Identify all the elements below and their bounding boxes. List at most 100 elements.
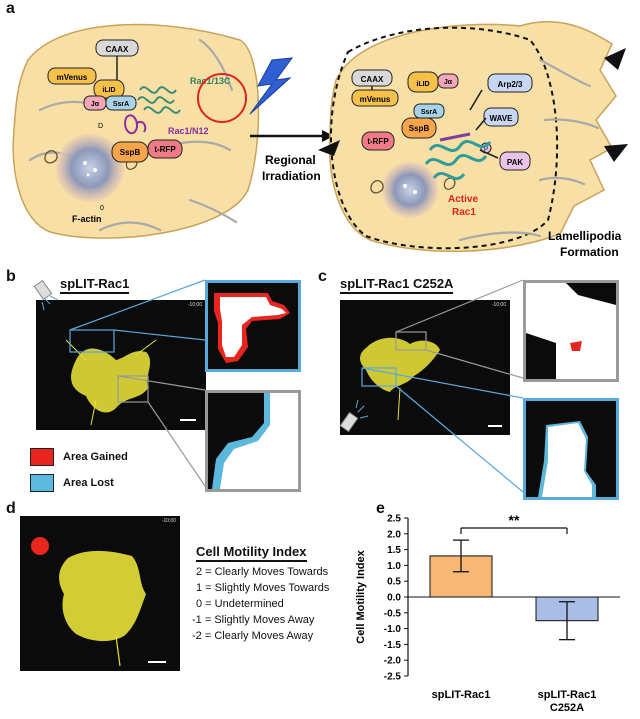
panel-c-cell [360, 337, 440, 392]
rac1-n12-label: Rac1/N12 [168, 126, 209, 136]
right-tag-9: PAK [507, 158, 524, 167]
panel-label-c: c [318, 268, 327, 285]
y-tick-label: -1.0 [384, 624, 402, 635]
panel-d-micrograph: -10:00 [20, 516, 180, 671]
legend-label-lost: Area Lost [63, 477, 114, 489]
nuc-label-b: 0 [100, 205, 104, 212]
panel-b-roi-top [69, 329, 115, 353]
significance-label: ** [509, 512, 520, 528]
legend-swatch-gained [30, 448, 54, 466]
right-tag-0: CAAX [361, 75, 384, 84]
area-lost-c [542, 423, 592, 497]
left-tag-1: mVenus [57, 73, 88, 82]
panel-d-timestamp: -10:00 [161, 518, 176, 524]
irradiation-label-2: Irradiation [262, 169, 321, 183]
category-label: spLIT-Rac1 [538, 689, 597, 701]
active-label-1: Active [448, 194, 478, 205]
factin-label: F-actin [72, 214, 102, 224]
irradiation-label-1: Regional [265, 153, 316, 167]
y-axis-label: Cell Motility Index [355, 549, 367, 643]
motility-index-item-4: -2 = Clearly Moves Away [192, 630, 314, 642]
panel-c-roi-top [395, 331, 427, 351]
left-tag-5: SspB [120, 148, 141, 157]
right-tag-1: mVenus [360, 95, 391, 104]
panel-b-zoom-top [205, 280, 301, 372]
irradiation-spot [31, 537, 49, 555]
left-tag-6: t-RFP [154, 145, 176, 154]
area-lost-bottom [220, 393, 298, 489]
panel-label-b: b [6, 268, 16, 285]
motility-index-title: Cell Motility Index [196, 544, 307, 562]
panel-b-timestamp: -10:00 [187, 302, 202, 308]
y-tick-label: 0.5 [387, 577, 401, 588]
motility-index-item-1: 1 = Slightly Moves Towards [196, 582, 330, 594]
y-tick-label: 1.0 [387, 561, 401, 572]
irradiation-target-circle [197, 73, 247, 123]
right-tag-7: Arp2/3 [498, 80, 523, 89]
rac1-wt-label: Rac1/13C [190, 76, 231, 86]
panel-c-timestamp: -10:00 [491, 302, 506, 308]
legend-item-lost: Area Lost [30, 474, 114, 492]
legend-swatch-lost [30, 474, 54, 492]
rac1-wt-structure [137, 86, 181, 114]
lamellipodia-label-2: Formation [560, 245, 619, 259]
phospho-label: P [484, 147, 488, 153]
protrusion-arrow-right [604, 144, 628, 162]
y-tick-label: 1.5 [387, 545, 401, 556]
right-tag-6: t-RFP [367, 137, 389, 146]
category-label: C252A [550, 702, 584, 714]
left-tag-3: Jα [91, 101, 100, 108]
panel-label-d: d [6, 500, 16, 517]
area-gained-c [570, 341, 582, 351]
y-tick-label: -1.5 [384, 640, 402, 651]
right-tag-3: Jα [444, 79, 453, 86]
schematic-figure: CAAX mVenus iLID Jα SsrA SspB t-RFP Rac1… [12, 21, 628, 259]
right-cell-tags [351, 69, 533, 171]
panel-label-a: a [6, 0, 15, 17]
panel-b-roi-bottom [117, 375, 149, 403]
y-tick-label: 2.5 [387, 514, 401, 525]
right-tag-2: iLID [416, 81, 429, 88]
nuc-label-a: D [98, 123, 103, 130]
nucleus-left [56, 134, 124, 202]
legend-label-gained: Area Gained [63, 451, 128, 463]
active-rac1-structure [424, 132, 492, 181]
y-tick-label: -2.5 [384, 672, 402, 683]
y-tick-label: -0.5 [384, 608, 402, 619]
panel-c-zoom-bottom [523, 398, 619, 500]
active-label-2: Rac1 [452, 207, 476, 218]
nucleus-right [382, 162, 438, 218]
protrusion-arrow-top [604, 48, 626, 70]
panel-c-roi-bottom [361, 367, 397, 387]
motility-index-item-0: 2 = Clearly Moves Towards [196, 566, 329, 578]
y-tick-label: 2.0 [387, 529, 401, 540]
right-tag-5: SspB [409, 124, 430, 133]
panel-b-cell [71, 348, 151, 413]
panel-b-micrograph: -10:00 [36, 300, 206, 430]
panel-c-micrograph: -10:00 [340, 300, 510, 435]
left-tag-2: iLID [102, 87, 115, 94]
rac1-n12-structure [124, 114, 147, 135]
motility-bar-chart: 2.5 2.0 1.5 1.0 0.5 0.0 -0.5 -1.0 -1.5 -2.0 -2.5 Ce… [355, 512, 620, 714]
category-label: spLIT-Rac1 [432, 689, 491, 701]
lightning-icon [249, 57, 294, 115]
right-tag-8: WAVE [490, 114, 514, 123]
lamp-icon-b [33, 279, 59, 311]
panel-label-e: e [376, 500, 385, 517]
panel-c-zoom-top [523, 280, 619, 382]
panel-b-zoom-bottom [205, 390, 301, 492]
lamp-icon-c [339, 399, 369, 433]
y-tick-label: 0.0 [387, 593, 401, 604]
right-tag-4: SsrA [421, 109, 437, 116]
left-tag-0: CAAX [106, 45, 129, 54]
cell-outline-before [330, 26, 559, 250]
panel-b-title: spLIT-Rac1 [60, 276, 130, 294]
protrusion-arrow-left [318, 140, 340, 156]
left-tag-4: SsrA [113, 101, 129, 108]
motility-index-item-3: -1 = Slightly Moves Away [192, 614, 315, 626]
factin-fibers-right [458, 58, 600, 242]
y-tick-label: -2.0 [384, 656, 402, 667]
legend-item-gained: Area Gained [30, 448, 128, 466]
